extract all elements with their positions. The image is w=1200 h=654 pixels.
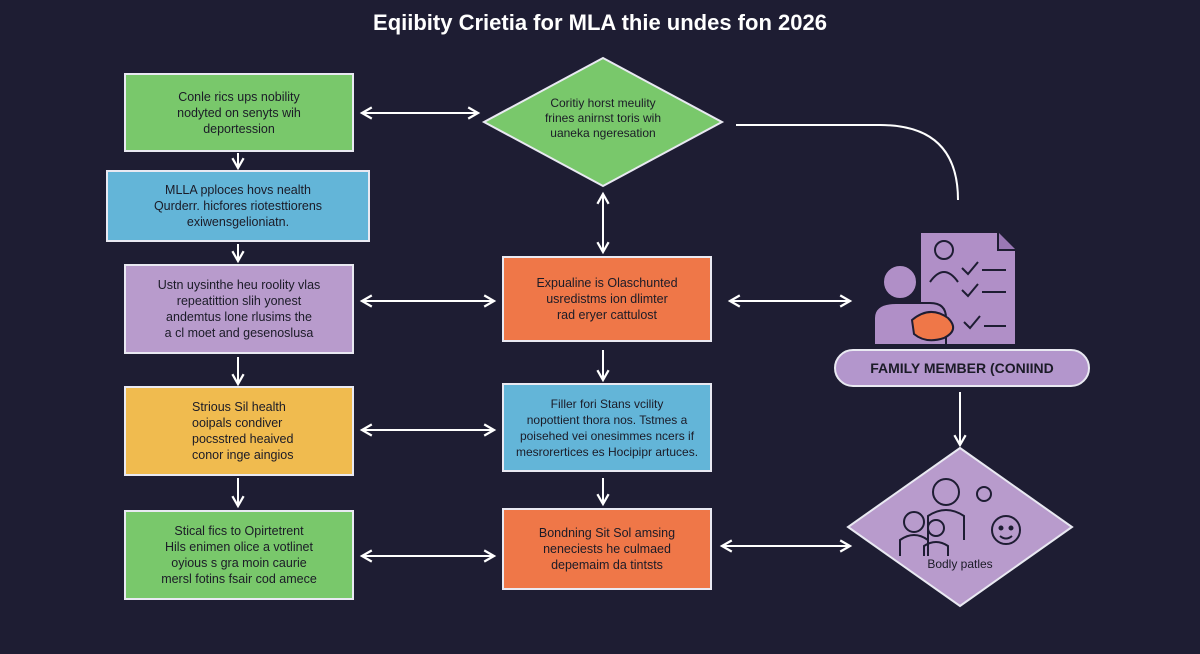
- left-box-2-line: exiwensgelioniatn.: [186, 215, 290, 229]
- curve-connector: [736, 124, 959, 201]
- family-icon: [899, 478, 965, 556]
- middle-box-4-line: Bondning Sit Sol amsing: [538, 526, 676, 540]
- diamond-top-line: frines anirnst toris wih: [544, 111, 662, 125]
- middle-box-3: Filler fori Stans vcility nopottient tho…: [502, 383, 712, 472]
- middle-box-3-line: poisehed vei onesimmes ncers if: [519, 428, 695, 443]
- decision-diamond-top: [481, 56, 725, 188]
- middle-box-4: Bondning Sit Sol amsing neneciests he cu…: [502, 508, 712, 590]
- left-box-1-line: nodyted on senyts wih: [177, 105, 301, 120]
- left-box-5: Stical fics to Opirtetrent Hils enimen o…: [124, 510, 354, 600]
- left-box-1: Conle rics ups nobility nodyted on senyt…: [124, 73, 354, 152]
- left-box-3-line: a cl moet and gesenoslusa: [164, 326, 314, 340]
- left-box-2-line: Qurderr. hicfores riotesttiorens: [153, 199, 323, 213]
- left-box-5-line: oyious s gra moin caurie: [171, 556, 307, 570]
- left-box-4-line: conor inge aingios: [192, 448, 294, 462]
- middle-box-4-line: depemaim da tintsts: [551, 558, 663, 572]
- left-box-2-line: MLLA pploces hovs nealth: [165, 183, 311, 197]
- baby-icon: [976, 486, 1021, 545]
- middle-box-2-line: usredistms ion dlimter: [546, 292, 668, 306]
- left-box-4-line: ooipals condiver: [192, 416, 283, 430]
- middle-box-3-line: Filler fori Stans vcility: [550, 396, 664, 411]
- person-icon: [873, 264, 955, 346]
- left-box-3-line: Ustn uysinthe heu roolity vlas: [157, 278, 321, 292]
- family-member-pill: FAMILY MEMBER (CONIIND: [834, 349, 1090, 387]
- middle-box-2: Expualine is Olaschunted usredistms ion …: [502, 256, 712, 342]
- checklist-icon: [961, 261, 1006, 330]
- left-box-1-line: deportession: [203, 121, 275, 136]
- middle-box-3-line: mesrorertices es Hocipipr artuces.: [515, 444, 699, 459]
- left-box-3-line: andemtus lone rlusims the: [166, 310, 312, 324]
- diamond-top-line: Coritiy horst meulity: [550, 96, 656, 110]
- bodily-patles-label: Bodly patles: [927, 557, 993, 571]
- page-title: Eqiibity Crietia for MLA thie undes fon …: [373, 10, 827, 35]
- left-box-4-line: Strious Sil health: [192, 400, 286, 414]
- left-box-2: MLLA pploces hovs nealth Qurderr. hicfor…: [106, 170, 370, 242]
- decision-diamond-bottom: [846, 446, 1074, 608]
- left-box-5-line: mersl fotins fsair cod amece: [161, 572, 317, 586]
- left-box-3-line: repeatittion slih yonest: [176, 294, 302, 308]
- diamond-top-text: Coritiy horst meulity frines anirnst tor…: [503, 96, 703, 141]
- middle-box-2-line: Expualine is Olaschunted: [536, 276, 678, 290]
- diamond-top-line: uaneka ngeresation: [550, 126, 656, 140]
- middle-box-2-line: rad eryer cattulost: [556, 308, 658, 322]
- left-box-5-line: Hils enimen olice a votlinet: [165, 540, 313, 554]
- middle-box-3-line: nopottient thora nos. Tstmes a: [526, 412, 688, 427]
- left-box-4: Strious Sil health ooipals condiver pocs…: [124, 386, 354, 476]
- left-box-1-line: Conle rics ups nobility: [178, 89, 300, 104]
- middle-box-4-line: neneciests he culmaed: [543, 542, 671, 556]
- left-box-4-line: pocsstred heaived: [192, 432, 294, 446]
- left-box-3: Ustn uysinthe heu roolity vlas repeatitt…: [124, 264, 354, 354]
- left-box-5-line: Stical fics to Opirtetrent: [174, 524, 304, 538]
